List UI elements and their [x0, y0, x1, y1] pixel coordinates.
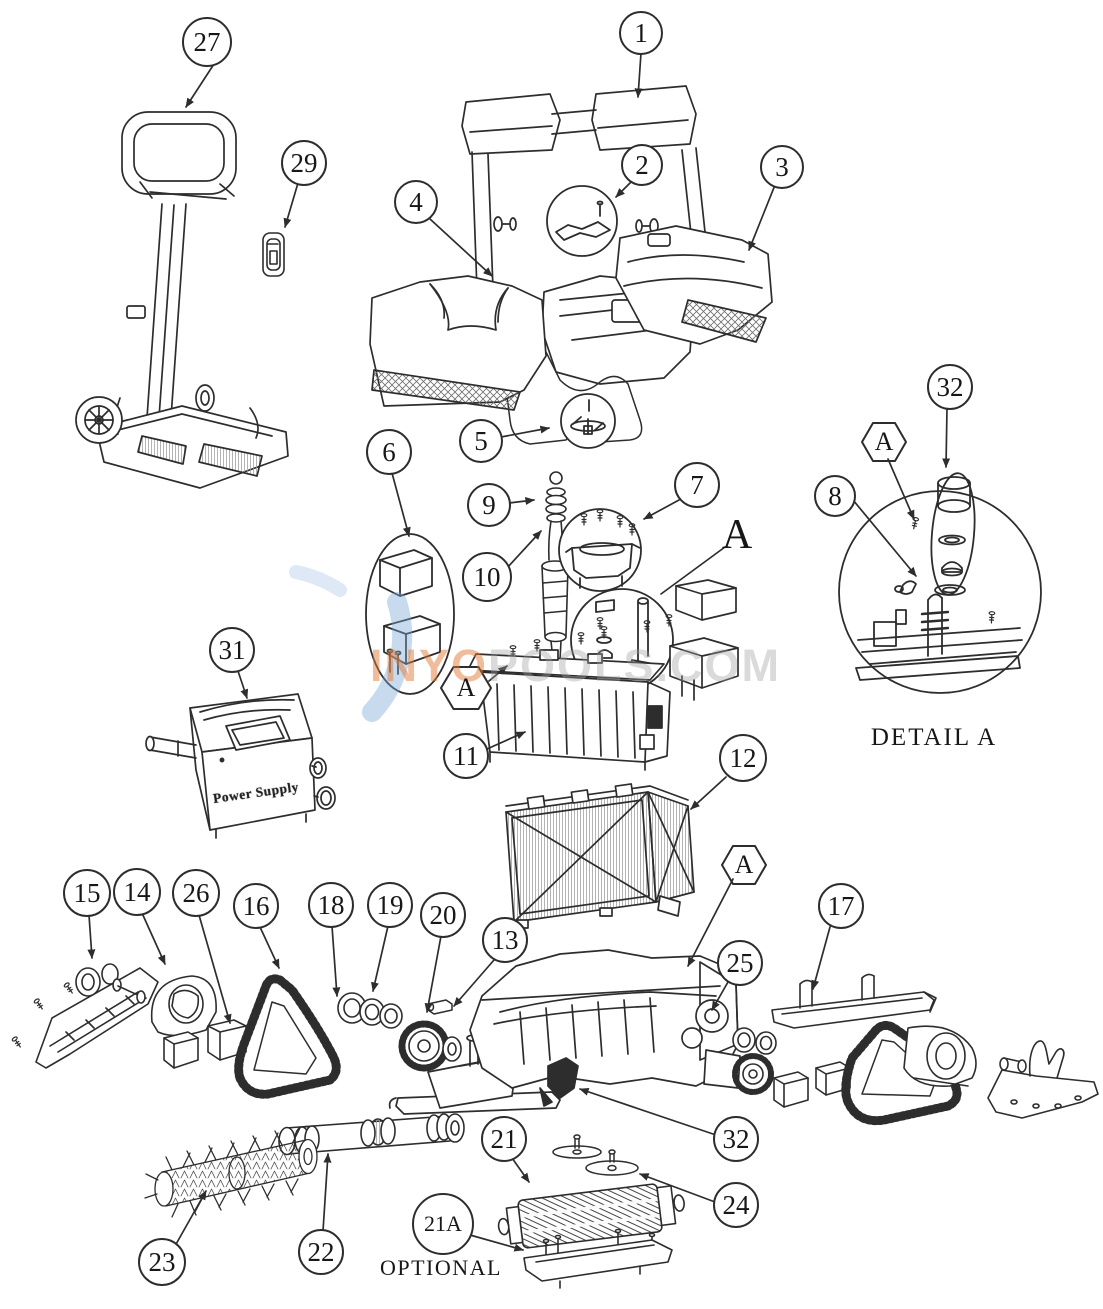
part-discs [552, 1134, 639, 1176]
part-cover-right [615, 225, 773, 345]
callout-22: 22 [298, 1229, 344, 1275]
detail-circle-impeller-housing [558, 508, 642, 592]
callout-11: 11 [443, 733, 489, 779]
part-wheel-tunnel-right [903, 1025, 977, 1087]
callout-21A: 21A [412, 1193, 474, 1255]
callout-6: 6 [366, 429, 412, 475]
callout-16: 16 [233, 883, 279, 929]
watermark-arc [289, 565, 413, 722]
callout-14: 14 [113, 868, 161, 916]
part-spacers [163, 1019, 247, 1069]
callout-20: 20 [420, 892, 466, 938]
callout-7: 7 [674, 462, 720, 508]
callout-31: 31 [209, 627, 255, 673]
detail-circle-clip [546, 185, 618, 257]
part-wheel-tunnel-left [150, 975, 217, 1037]
part-filter [505, 783, 695, 929]
detail-a-caption: DETAIL A [870, 724, 998, 751]
detail-circle-impeller [560, 393, 616, 449]
part-clamps [669, 579, 739, 701]
part-side-plate-right [987, 1040, 1099, 1119]
hex-marker-a-detail-label: A [874, 427, 894, 456]
hex-marker-a-bottom-label: A [734, 850, 754, 879]
part-bottom-plate-optional [523, 1228, 673, 1289]
callout-23: 23 [138, 1238, 186, 1286]
watermark-brand-rest: POOLS.COM [488, 640, 782, 691]
part-top-plate-17 [771, 973, 937, 1029]
callout-3: 3 [760, 145, 804, 189]
callout-13: 13 [482, 917, 528, 963]
callout-1: 1 [619, 11, 663, 55]
hex-marker-a-mid-label: A [456, 673, 476, 702]
part-handle-clip [262, 232, 285, 277]
part-bearings [337, 992, 403, 1029]
part-brush-roller [497, 1183, 685, 1249]
part-motor-unit [467, 613, 673, 771]
part-handle-floats [461, 85, 715, 323]
part-drive-pulley [398, 1020, 462, 1072]
callout-32-top: 32 [927, 364, 973, 410]
part-cover-left [369, 275, 547, 411]
detail-ellipse-handle-locks [365, 533, 455, 695]
part-track-left [234, 974, 341, 1099]
watermark-text: INYOPOOLS.COM [370, 640, 781, 692]
part-chassis [388, 949, 741, 1115]
hex-markers [440, 422, 907, 885]
callout-12: 12 [719, 734, 767, 782]
callout-9: 9 [467, 483, 511, 527]
optional-caption: OPTIONAL [380, 1255, 502, 1280]
detail-a-view [838, 472, 1042, 694]
callout-17: 17 [818, 883, 864, 929]
callout-8: 8 [814, 475, 856, 517]
callout-19: 19 [367, 882, 413, 928]
callout-21: 21 [481, 1116, 527, 1162]
watermark-brand-accent: INYO [370, 640, 489, 691]
part-brush-spiky [144, 1127, 318, 1218]
callout-4: 4 [394, 180, 438, 224]
callout-2: 2 [621, 144, 663, 186]
callout-18: 18 [308, 882, 354, 928]
part-power-supply [145, 693, 336, 839]
section-a-letter: A [721, 512, 753, 558]
part-right-drive-parts [732, 1027, 851, 1108]
part-clip-13 [427, 999, 453, 1015]
callout-15: 15 [63, 869, 111, 917]
callout-26: 26 [172, 869, 220, 917]
part-caddy [75, 111, 289, 489]
callout-25: 25 [717, 940, 763, 986]
callout-24: 24 [713, 1182, 759, 1228]
callout-32-bottom: 32 [713, 1116, 759, 1162]
part-side-plate-left [10, 963, 159, 1069]
callout-29: 29 [281, 140, 327, 186]
callout-27: 27 [182, 17, 232, 67]
leader-lines [87, 52, 951, 1252]
callout-5: 5 [459, 419, 503, 463]
callout-10: 10 [462, 552, 512, 602]
